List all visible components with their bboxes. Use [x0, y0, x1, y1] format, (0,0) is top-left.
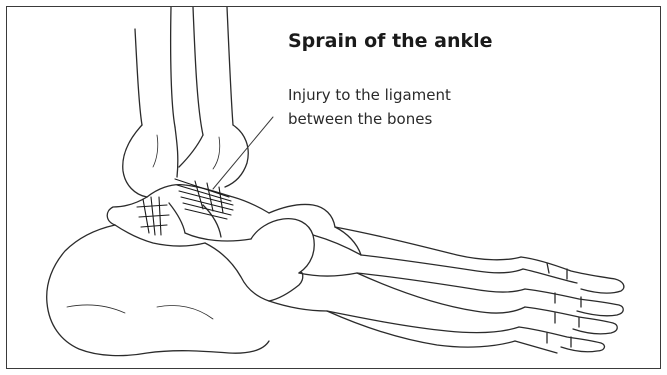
midfoot-bones: [251, 204, 361, 311]
annotation-line-2: between the bones: [288, 107, 451, 131]
figure-title: Sprain of the ankle: [288, 30, 493, 52]
ankle-foot-illustration: [7, 7, 661, 369]
toe-bones: [515, 257, 624, 353]
annotation-leader-line: [213, 117, 273, 189]
heel-bone: [47, 225, 269, 356]
annotation-line-1: Injury to the ligament: [288, 83, 451, 107]
leg-bones: [123, 7, 248, 197]
figure-frame: Sprain of the ankle Injury to the ligame…: [6, 6, 661, 369]
ligament-annotation: Injury to the ligament between the bones: [288, 83, 451, 131]
